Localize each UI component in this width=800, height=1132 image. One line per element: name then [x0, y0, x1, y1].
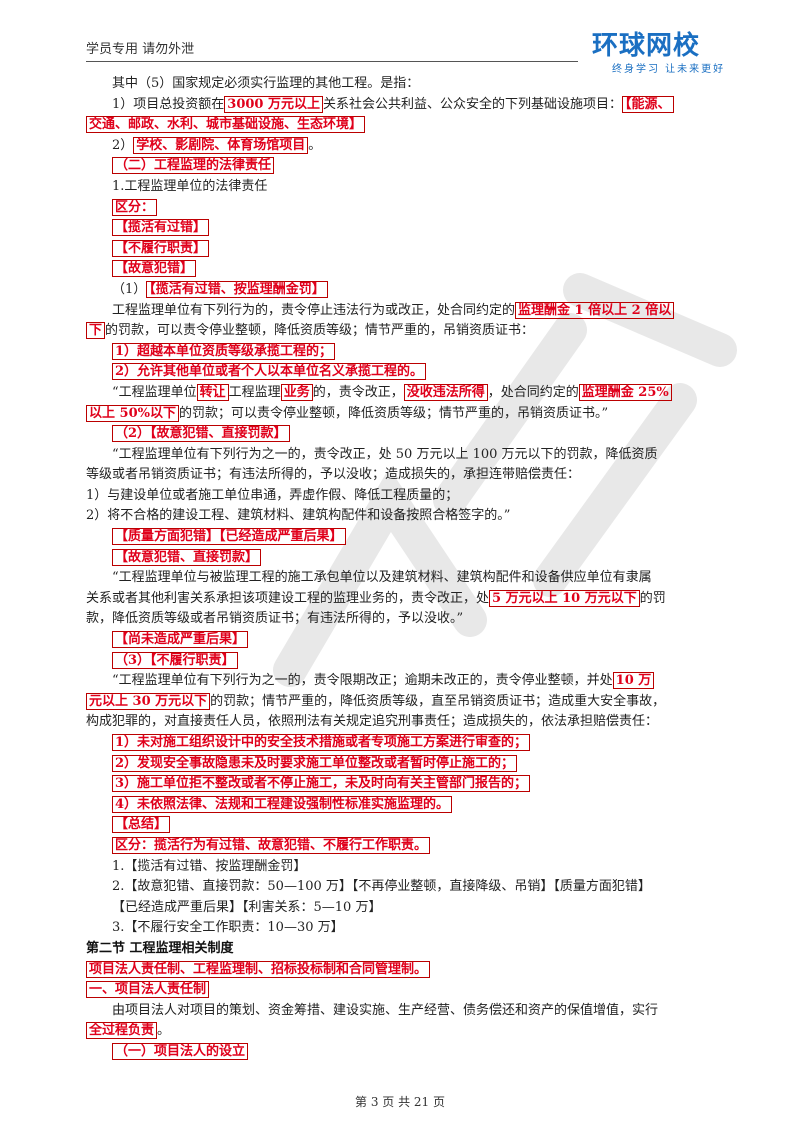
text-line: 2）发现安全事故隐患未及时要求施工单位整改或者暂时停止施工的；	[86, 754, 736, 775]
logo-slogan: 终身学习 让未来更好	[612, 64, 726, 75]
text-line: 【故意犯错】	[86, 259, 736, 280]
text-line: 以上 50%以下的罚款；可以责令停业整顿，降低资质等级；情节严重的，吊销资质证书…	[86, 404, 736, 425]
text-line: 款，降低资质等级或者吊销资质证书；有违法所得的，予以没收。”	[86, 611, 464, 627]
section-heading: （一）项目法人的设立	[86, 1042, 736, 1063]
section-heading: （二）工程监理的法律责任	[86, 156, 736, 177]
text-line: “工程监理单位有下列行为之一的，责令改正，处 50 万元以上 100 万元以下的…	[112, 446, 658, 462]
text-line: 2）允许其他单位或者个人以本单位名义承揽工程的。	[86, 362, 736, 383]
text-line: 【不履行职责】	[86, 239, 736, 260]
text-line: 【故意犯错、直接罚款】	[86, 548, 736, 569]
text-line: “工程监理单位转让工程监理业务的，责令改正，没收违法所得，处合同约定的监理酬金 …	[86, 383, 736, 404]
text-line: 【尚未造成严重后果】	[86, 630, 736, 651]
text-line: 工程监理单位有下列行为的，责令停止违法行为或改正，处合同约定的监理酬金 1 倍以…	[86, 301, 736, 322]
text-line: 2.【故意犯错、直接罚款：50—100 万】【不再停业整顿，直接降级、吊销】【质…	[112, 879, 651, 895]
text-line: 1.工程监理单位的法律责任	[112, 178, 268, 194]
header-divider	[86, 61, 578, 62]
text-line: 构成犯罪的，对直接责任人员，依照刑法有关规定追究刑事责任；造成损失的，依法承担赔…	[86, 714, 659, 730]
logo-text: 环球网校	[592, 31, 701, 61]
text-line: “工程监理单位与被监理工程的施工承包单位以及建筑材料、建筑构配件和设备供应单位有…	[112, 570, 652, 586]
page-number: 第 3 页 共 21 页	[355, 1095, 445, 1109]
text-line: 其中（5）国家规定必须实行监理的其他工程。是指：	[112, 76, 420, 91]
text-line: 下的罚款，可以责令停业整顿，降低资质等级；情节严重的，吊销资质证书：	[86, 321, 736, 342]
text-line: 【已经造成严重后果】【利害关系：5—10 万】	[112, 899, 382, 915]
section-heading: 一、项目法人责任制	[86, 980, 736, 1001]
text-line: 2）学校、影剧院、体育场馆项目。	[112, 136, 322, 154]
header-confidential-label: 学员专用 请勿外泄	[86, 42, 195, 57]
text-line: 1）未对施工组织设计中的安全技术措施或者专项施工方案进行审查的；	[86, 733, 736, 754]
text-line: 区分：揽活行为有过错、故意犯错、不履行工作职责。	[86, 836, 736, 857]
text-line: （2）【故意犯错、直接罚款】	[86, 424, 736, 445]
text-line: 元以上 30 万元以下的罚款；情节严重的，降低资质等级，直至吊销资质证书；造成重…	[86, 692, 736, 713]
text-line: 1.【揽活有过错、按监理酬金罚】	[112, 858, 307, 874]
text-line: 等级或者吊销资质证书；有违法所得的，予以没收；造成损失的，承担连带赔偿责任：	[86, 467, 581, 483]
brand-logo: 环球网校 终身学习 让未来更好	[592, 32, 732, 75]
text-line: 项目法人责任制、工程监理制、招标投标制和合同管理制。	[86, 960, 736, 981]
text-line: 【揽活有过错】	[86, 218, 736, 239]
section-heading: 第二节 工程监理相关制度	[86, 940, 234, 956]
text-line: 2）将不合格的建设工程、建筑材料、建筑构配件和设备按照合格签字的。”	[86, 508, 511, 524]
text-line: （1）【揽活有过错、按监理酬金罚】	[86, 280, 736, 301]
text-line: 1）超越本单位资质等级承揽工程的；	[86, 342, 736, 363]
text-line: 区分：	[86, 198, 736, 219]
text-line: 3.【不履行安全工作职责：10—30 万】	[112, 920, 344, 936]
text-line: 3）施工单位拒不整改或者不停止施工，未及时向有关主管部门报告的；	[86, 774, 736, 795]
text-line: 【总结】	[86, 815, 736, 836]
text-line: 1）与建设单位或者施工单位串通，弄虚作假、降低工程质量的；	[86, 487, 459, 503]
text-line: （3）【不履行职责】	[86, 651, 736, 672]
text-line: 交通、邮政、水利、城市基础设施、生态环境】	[86, 115, 736, 136]
text-line: 【质量方面犯错】【已经造成严重后果】	[86, 527, 736, 548]
text-line: 4）未依照法律、法规和工程建设强制性标准实施监理的。	[86, 795, 736, 816]
text-line: 全过程负责。	[86, 1021, 736, 1042]
text-line: 由项目法人对项目的策划、资金筹措、建设实施、生产经营、债务偿还和资产的保值增值，…	[112, 1002, 659, 1018]
